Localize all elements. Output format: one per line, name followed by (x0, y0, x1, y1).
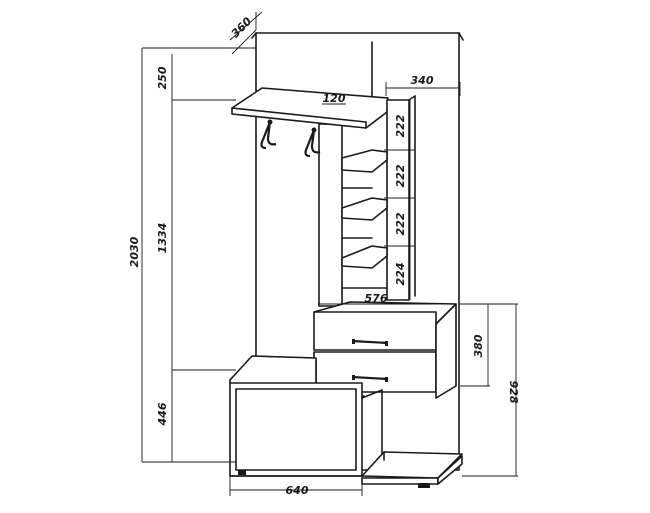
dim-drawer-block: 380 (472, 334, 485, 357)
hook-icon (260, 119, 277, 150)
base-plinth (229, 451, 463, 488)
dim-right-height: 928 (507, 381, 520, 404)
dim-bench-width: 640 (286, 484, 309, 497)
dim-cabinet-width: 576 (365, 292, 388, 305)
hook-icon (304, 127, 321, 158)
coat-post (318, 107, 343, 307)
dim-bench-height: 446 (156, 402, 169, 426)
dim-total-height: 2030 (128, 236, 141, 267)
dim-shelf-2: 222 (394, 164, 407, 187)
bench-box (229, 355, 383, 477)
top-cap-shelf (231, 87, 389, 129)
dim-depth-top: 360 (229, 15, 255, 41)
dim-shelf-3: 222 (394, 212, 407, 235)
dim-shelf-width: 340 (411, 74, 434, 87)
dim-shelf-1: 222 (394, 114, 407, 137)
dim-hook-rail: 120 (323, 92, 346, 105)
dim-upper-height: 1334 (156, 223, 169, 254)
dim-cap-height: 250 (156, 66, 169, 89)
dimension-lines (141, 11, 518, 496)
dim-shelf-4: 224 (394, 263, 407, 286)
